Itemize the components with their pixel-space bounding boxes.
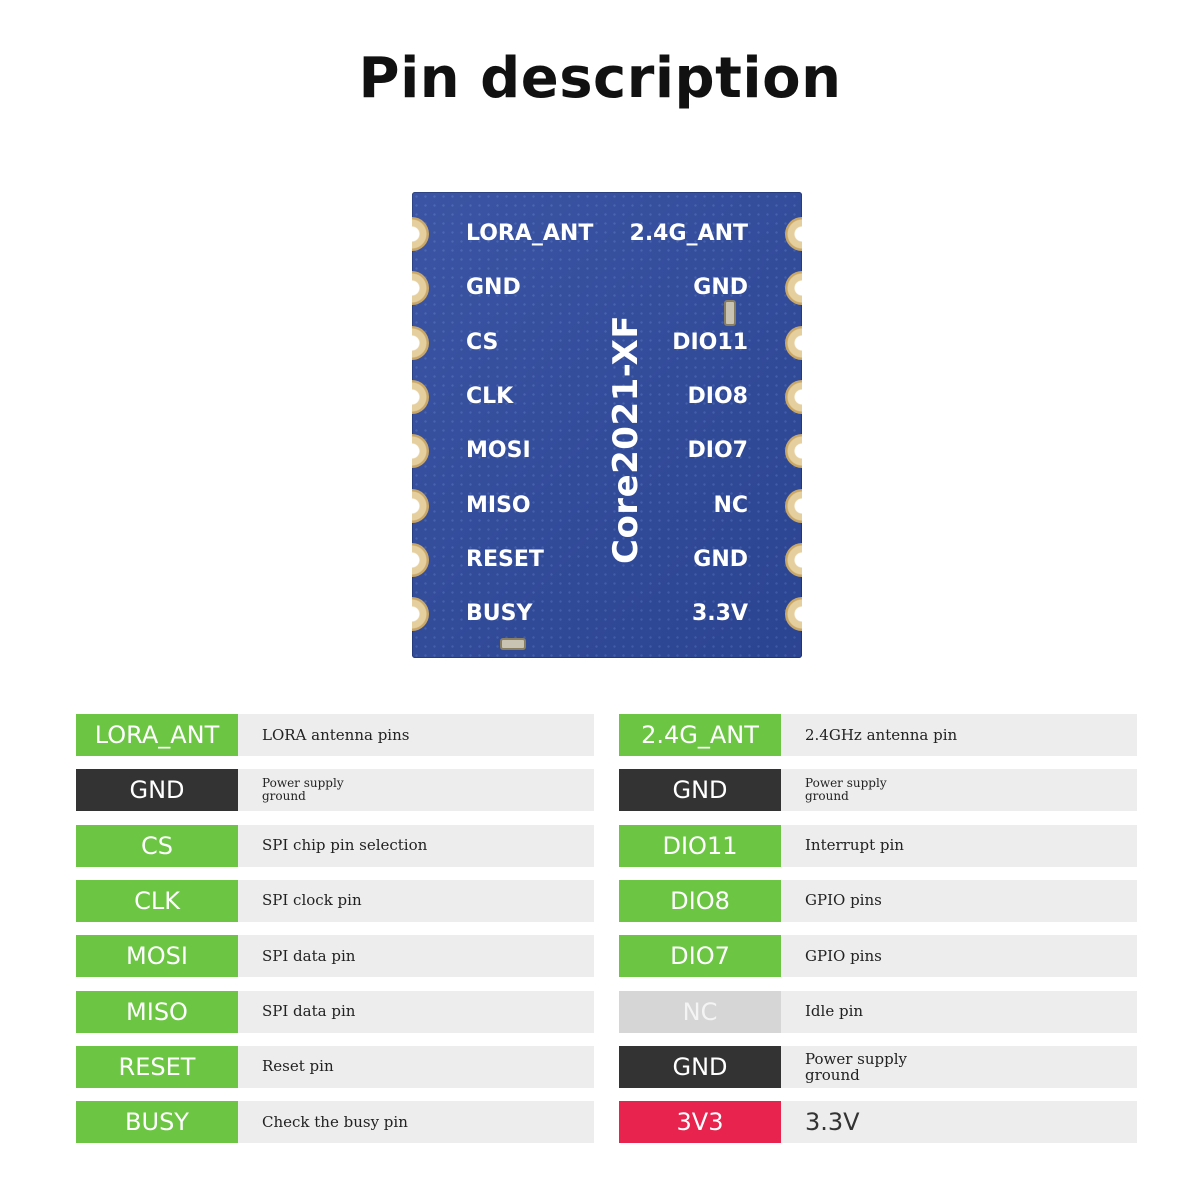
- pin-name-badge: GND: [76, 769, 238, 812]
- pin-description: Idle pin: [805, 1002, 864, 1020]
- pin-row: BUSY Check the busy pin: [76, 1101, 594, 1144]
- pin-name-badge: BUSY: [76, 1101, 238, 1144]
- pin-row: GND Power supply ground: [619, 769, 1137, 812]
- solder-pad: [412, 271, 429, 306]
- pin-name-badge: GND: [619, 1045, 781, 1088]
- board-pin-label: 3.3V: [692, 601, 748, 627]
- solder-pad: [412, 325, 429, 360]
- board-pin-label: GND: [466, 275, 521, 301]
- pin-description: Power supply ground: [805, 1049, 908, 1084]
- solder-pad: [785, 379, 802, 414]
- solder-pad: [785, 217, 802, 251]
- pin-description: SPI data pin: [262, 946, 356, 965]
- board-pin-label: CLK: [466, 383, 514, 409]
- board-pin-label: BUSY: [466, 601, 533, 627]
- pin-name-badge: DIO7: [619, 935, 781, 978]
- solder-pad: [412, 434, 429, 469]
- pin-row: MISO SPI data pin: [76, 990, 594, 1033]
- board-pin-label: LORA_ANT: [466, 221, 594, 246]
- pin-name-badge: DIO8: [619, 879, 781, 922]
- pin-name-badge: MOSI: [76, 935, 238, 978]
- pin-row: DIO11 Interrupt pin: [619, 824, 1137, 867]
- pin-row: LORA_ANT LORA antenna pins: [76, 714, 594, 756]
- pin-name-badge: DIO11: [619, 824, 781, 867]
- smd-component: [500, 638, 526, 650]
- pin-row: DIO8 GPIO pins: [619, 879, 1137, 922]
- pin-name-badge: MISO: [76, 990, 238, 1033]
- module-name: Core2021-XF: [606, 314, 646, 564]
- board-pin-label: 2.4G_ANT: [629, 221, 748, 246]
- pin-name-badge: LORA_ANT: [76, 714, 238, 756]
- pin-description: SPI data pin: [262, 1002, 356, 1020]
- pin-row: CS SPI chip pin selection: [76, 824, 594, 867]
- pin-description: Check the busy pin: [262, 1112, 408, 1131]
- pin-description: Power supply ground: [805, 776, 887, 804]
- smd-component: [724, 300, 736, 326]
- pin-name-badge: GND: [619, 769, 781, 812]
- pin-description: GPIO pins: [805, 946, 882, 965]
- pin-description: 3.3V: [805, 1107, 860, 1136]
- board-pin-label: GND: [693, 275, 748, 301]
- board-pin-label: CS: [466, 329, 499, 355]
- pin-description: Reset pin: [262, 1057, 334, 1076]
- board-pin-label: DIO11: [672, 329, 748, 355]
- solder-pad: [412, 597, 429, 632]
- pin-row: GND Power supply ground: [619, 1045, 1137, 1088]
- solder-pad: [412, 488, 429, 523]
- solder-pad: [785, 325, 802, 360]
- pin-name-badge: CLK: [76, 879, 238, 922]
- pin-name-badge: 3V3: [619, 1101, 781, 1144]
- board-pin-label: DIO7: [687, 438, 748, 464]
- board-pin-label: MISO: [466, 492, 531, 518]
- board-shade: [412, 192, 802, 658]
- board-pin-label: DIO8: [687, 383, 748, 409]
- pin-row: 3V3 3.3V: [619, 1101, 1137, 1144]
- board-pin-label: MOSI: [466, 438, 531, 464]
- pin-description: SPI chip pin selection: [262, 836, 428, 855]
- pin-row: RESET Reset pin: [76, 1045, 594, 1088]
- pin-name-badge: CS: [76, 824, 238, 867]
- solder-pad: [785, 488, 802, 523]
- pin-row: CLK SPI clock pin: [76, 879, 594, 922]
- page-title: Pin description: [358, 46, 842, 111]
- pin-row: DIO7 GPIO pins: [619, 935, 1137, 978]
- board-pin-label: RESET: [466, 546, 544, 572]
- pin-row: GND Power supply ground: [76, 769, 594, 812]
- pin-description: SPI clock pin: [262, 891, 362, 910]
- pin-name-badge: NC: [619, 990, 781, 1033]
- pin-name-badge: RESET: [76, 1045, 238, 1088]
- board-texture: [412, 192, 802, 658]
- pin-row: 2.4G_ANT 2.4GHz antenna pin: [619, 714, 1137, 756]
- solder-pad: [412, 217, 429, 251]
- solder-pad: [785, 542, 802, 577]
- module-board: Core2021-XF LORA_ANT GND CS CLK MOSI MISO RESE…: [412, 192, 802, 658]
- board-pin-label: GND: [693, 546, 748, 572]
- board-pin-label: NC: [713, 492, 748, 518]
- pin-row: NC Idle pin: [619, 990, 1137, 1033]
- pin-row: MOSI SPI data pin: [76, 935, 594, 978]
- pin-description: LORA antenna pins: [262, 725, 410, 744]
- pin-description: Interrupt pin: [805, 836, 904, 855]
- pin-description: Power supply ground: [262, 776, 344, 804]
- pin-name-badge: 2.4G_ANT: [619, 714, 781, 756]
- solder-pad: [785, 597, 802, 632]
- pin-description: GPIO pins: [805, 891, 882, 910]
- solder-pad: [785, 271, 802, 306]
- pin-description: 2.4GHz antenna pin: [805, 725, 958, 744]
- solder-pad: [785, 434, 802, 469]
- solder-pad: [412, 379, 429, 414]
- solder-pad: [412, 542, 429, 577]
